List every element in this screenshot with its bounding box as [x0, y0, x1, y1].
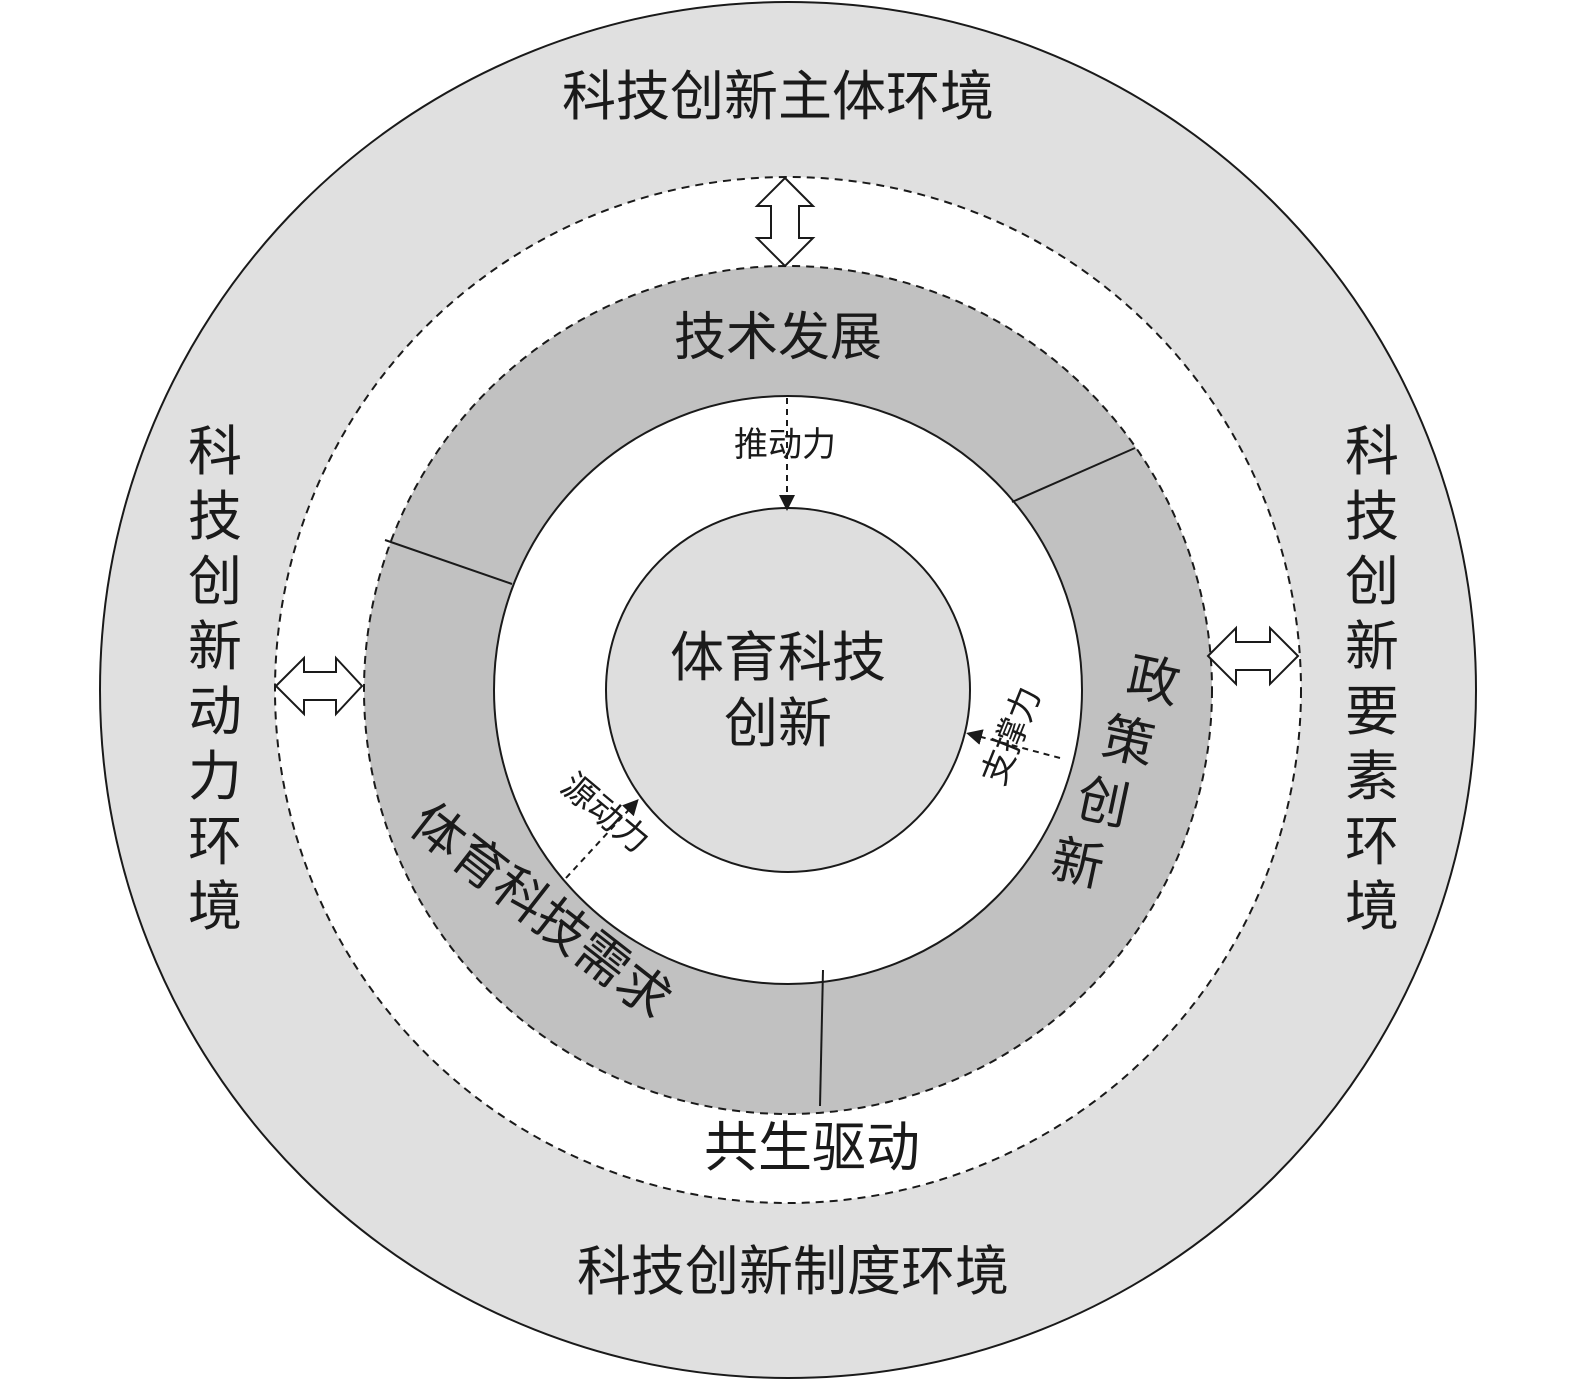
- double-arrow-icon-top: [754, 176, 816, 268]
- outer-label-bottom: 科技创新制度环境: [577, 1240, 1009, 1303]
- outer-label-left: 科技创新动力环境: [188, 420, 242, 938]
- outer-label-right: 科技创新要素环境: [1345, 420, 1399, 938]
- double-arrow-icon-right: [1206, 625, 1300, 687]
- divider-bottom: [819, 969, 824, 1107]
- outer-label-top: 科技创新主体环境: [562, 65, 994, 128]
- driver-label-top: 技术发展: [674, 308, 882, 368]
- double-arrow-icon-left: [274, 655, 364, 717]
- center-label-line2: 创新: [724, 692, 832, 755]
- divider-left: [384, 539, 513, 585]
- divider-right: [1011, 447, 1136, 503]
- symbiosis-label: 共生驱动: [704, 1116, 920, 1179]
- driver-label-right: 政策创新: [1046, 639, 1185, 907]
- force-label-top: 推动力: [734, 425, 836, 465]
- center-label-line1: 体育科技: [670, 626, 886, 689]
- force-arrow-right: [966, 729, 1061, 759]
- center-core: [605, 507, 971, 873]
